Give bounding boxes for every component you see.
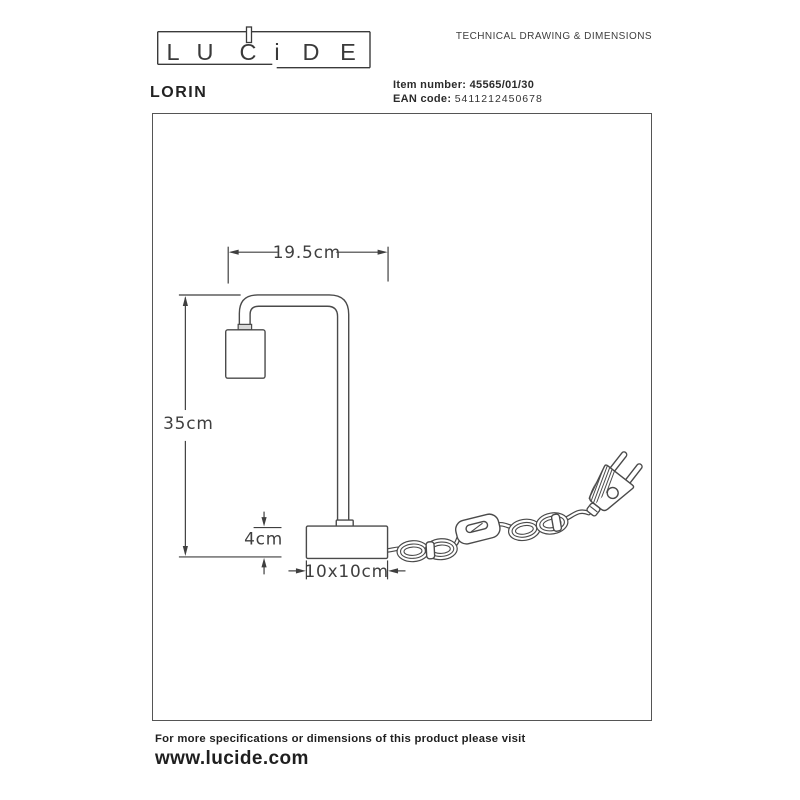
- plug-screw: [606, 486, 619, 500]
- brand-logo-letters: L U C i D E: [166, 39, 355, 65]
- dimension-base-footprint: 10x10cm: [288, 560, 406, 581]
- dimension-label-base-height: 4cm: [244, 528, 283, 548]
- cord-coil-1: [396, 538, 458, 563]
- ean-row: EAN code: 5411212450678: [393, 93, 543, 107]
- base-body: [305, 525, 389, 560]
- brand-letter: U: [197, 39, 214, 65]
- inline-switch: [454, 513, 501, 545]
- power-plug: [586, 451, 643, 517]
- lamp-arm: [238, 294, 350, 522]
- brand-letter: L: [166, 39, 179, 65]
- lamp-base: [305, 519, 389, 560]
- dimension-label-arm-width: 19.5cm: [273, 242, 341, 262]
- lamp-socket: [225, 323, 266, 379]
- footer-note: For more specifications or dimensions of…: [155, 733, 526, 745]
- cord-coil-2: [507, 512, 569, 542]
- brand-logo: L U C i D E: [157, 26, 371, 69]
- brand-letter: i: [274, 39, 279, 65]
- cord-wrap-band: [425, 541, 436, 560]
- dimension-label-base-footprint: 10x10cm: [304, 561, 388, 581]
- brand-letter: E: [340, 39, 356, 65]
- dimension-base-height: 4cm: [244, 511, 283, 575]
- product-meta: Item number: 45565/01/30 EAN code: 54112…: [393, 79, 543, 106]
- dimension-label-total-height: 35cm: [163, 413, 214, 433]
- item-number-row: Item number: 45565/01/30: [393, 79, 543, 93]
- doc-title: TECHNICAL DRAWING & DIMENSIONS: [455, 31, 652, 42]
- dimension-total-height: 35cm: [163, 294, 282, 558]
- socket-body: [225, 329, 266, 379]
- brand-logo-frame: [157, 31, 371, 69]
- ean-value: 5411212450678: [454, 92, 543, 105]
- ean-label: EAN code:: [393, 92, 452, 105]
- dimension-arm-width: 19.5cm: [227, 242, 389, 284]
- product-name: LORIN: [150, 84, 208, 101]
- technical-drawing: 19.5cm 35cm 4cm: [163, 242, 643, 581]
- brand-letter: C: [240, 39, 257, 65]
- cord-wrap-band: [550, 513, 563, 532]
- socket-neck: [237, 323, 253, 331]
- logo-c-notch: [245, 26, 253, 44]
- item-number-label: Item number:: [393, 79, 467, 91]
- footer-website: www.lucide.com: [155, 748, 309, 769]
- footer: For more specifications or dimensions of…: [155, 733, 526, 770]
- item-number-value: 45565/01/30: [469, 79, 535, 91]
- brand-letter: D: [303, 39, 320, 65]
- drawing-frame: 19.5cm 35cm 4cm: [152, 113, 652, 721]
